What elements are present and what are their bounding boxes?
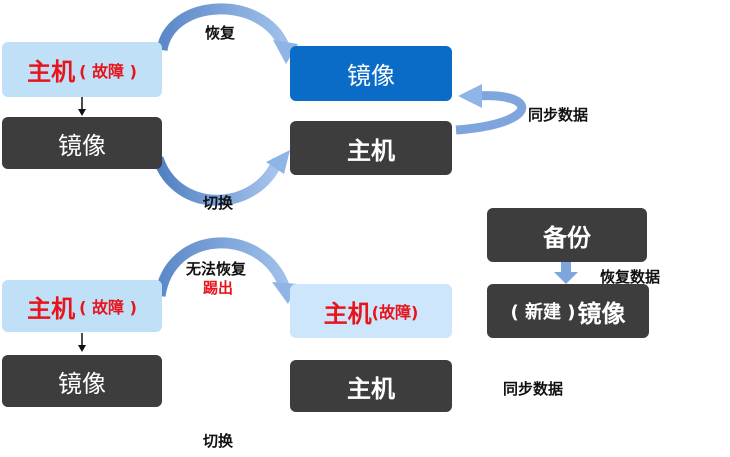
backup-label: 备份 (543, 223, 591, 252)
switch-label-bottom: 切换 (203, 432, 234, 450)
mirror-label: 镜像 (58, 131, 106, 160)
kick-out-label: 踢出 (203, 279, 234, 297)
host-label: 主机 (347, 136, 395, 165)
restore-data-label: 恢复数据 (600, 268, 661, 286)
mirror-box-top-right: 镜像 (290, 46, 452, 101)
host-fault-main: 主机 (27, 294, 76, 323)
down-arrow-top (78, 97, 86, 116)
host-fault-sub: (故障) (371, 303, 419, 322)
new-mirror-box: ( 新建 ) 镜像 (487, 284, 649, 338)
sync-loop-arrow (455, 84, 526, 135)
host-fault-box-top: 主机 ( 故障 ) (2, 42, 162, 97)
switch-arc-arrow (152, 150, 290, 206)
host-label: 主机 (347, 374, 395, 403)
sync-label-bottom: 同步数据 (503, 380, 564, 398)
down-arrow-bottom (78, 333, 86, 352)
mirror-label: 镜像 (58, 369, 106, 398)
sync-label-top: 同步数据 (528, 106, 589, 124)
new-mirror-main: 镜像 (577, 299, 626, 328)
restore-data-down-arrow (554, 262, 578, 284)
backup-box: 备份 (487, 208, 647, 262)
host-fault-sub: ( 故障 ) (79, 298, 137, 317)
mirror-box-bottom-left: 镜像 (2, 355, 162, 407)
restore-label: 恢复 (205, 24, 236, 42)
host-box-bottom-right: 主机 (290, 360, 452, 412)
mirror-label: 镜像 (347, 62, 395, 90)
host-fault-box-bottom: 主机 ( 故障 ) (2, 280, 162, 332)
host-fault-main: 主机 (323, 299, 372, 328)
mirror-box-top-left: 镜像 (2, 117, 162, 169)
host-fault-main: 主机 (27, 58, 76, 86)
host-box-top-right: 主机 (290, 121, 452, 175)
host-fault-box-bottom-right: 主机 (故障) (290, 284, 452, 338)
host-fault-sub: ( 故障 ) (79, 61, 137, 81)
new-mirror-prefix: ( 新建 ) (510, 302, 576, 323)
switch-label-top: 切换 (203, 194, 234, 212)
cannot-restore-label: 无法恢复 (186, 260, 247, 278)
